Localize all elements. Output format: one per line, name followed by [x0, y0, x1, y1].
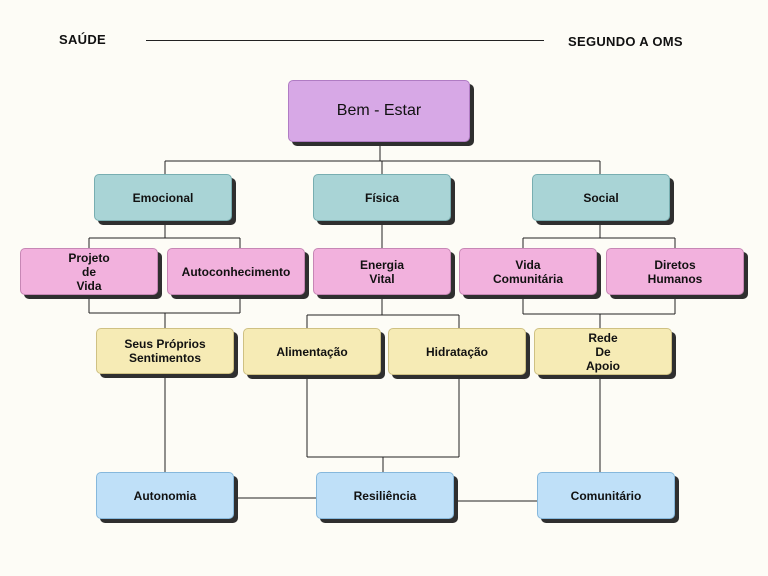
node-projeto-de-vida: Projeto de Vida [20, 248, 158, 295]
header-divider-line [146, 40, 544, 41]
node-resiliencia: Resiliência [316, 472, 454, 519]
node-diretos-humanos: Diretos Humanos [606, 248, 744, 295]
header-left-title: SAÚDE [59, 32, 107, 47]
node-energia-vital: Energia Vital [313, 248, 451, 295]
node-vida-comunitaria: Vida Comunitária [459, 248, 597, 295]
node-social: Social [532, 174, 670, 221]
node-fisica: Física [313, 174, 451, 221]
node-autoconhecimento: Autoconhecimento [167, 248, 305, 295]
node-emocional: Emocional [94, 174, 232, 221]
node-alimentacao: Alimentação [243, 328, 381, 375]
node-comunitario: Comunitário [537, 472, 675, 519]
header-right-title: SEGUNDO A OMS [568, 34, 683, 49]
node-seus-proprios-sentimentos: Seus Próprios Sentimentos [96, 328, 234, 374]
node-rede-de-apoio: Rede De Apoio [534, 328, 672, 375]
node-autonomia: Autonomia [96, 472, 234, 519]
node-hidratacao: Hidratação [388, 328, 526, 375]
node-bem-estar: Bem - Estar [288, 80, 470, 142]
